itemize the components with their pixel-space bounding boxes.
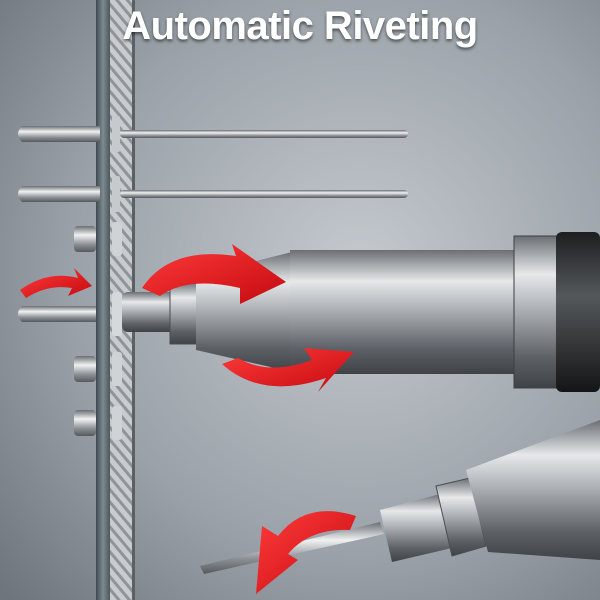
rotate-arrow-icon [142,244,286,304]
rotate-arrow-icon [20,268,92,298]
rivet-nut-3 [74,406,122,440]
rivet-long-1 [18,116,408,152]
rivet-nut-1 [70,222,122,256]
rotate-arrow-icon [222,348,354,392]
rotate-arrow-icon [256,511,356,594]
rivet-nut-2 [74,352,122,386]
headline-title: Automatic Riveting [122,4,478,48]
rivet-inserting [18,292,122,336]
rivet-long-2 [18,176,408,212]
